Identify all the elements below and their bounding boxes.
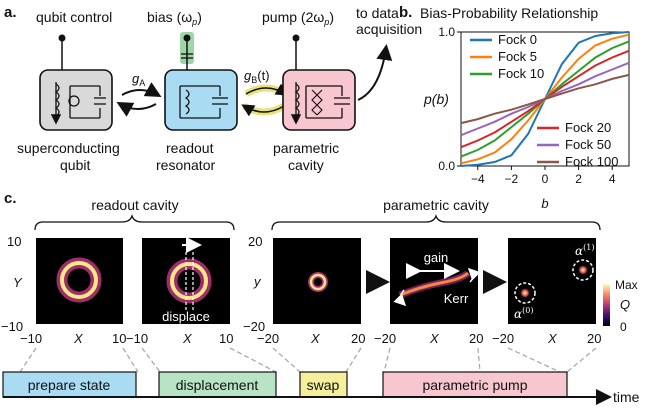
parametric-cavity-label: parametric cavity bbox=[383, 197, 489, 213]
panel-a-label: a. bbox=[4, 4, 17, 21]
x-tick-label: −4 bbox=[471, 172, 485, 186]
cavity-label-1: parametric bbox=[273, 140, 339, 156]
x-tick-label: 4 bbox=[609, 172, 616, 186]
diagram-labels: qubit control bias (ωp) pump (2ωp) to da… bbox=[17, 5, 422, 173]
step-displacement bbox=[158, 371, 277, 398]
series-line-5 bbox=[460, 73, 630, 125]
svg-text:20: 20 bbox=[469, 331, 483, 346]
alpha0-label: α(0) bbox=[514, 306, 533, 321]
x-tick-label: 2 bbox=[575, 172, 582, 186]
alpha1-label: α(1) bbox=[575, 243, 594, 258]
svg-text:20: 20 bbox=[248, 234, 262, 249]
svg-text:displacement: displacement bbox=[176, 377, 259, 393]
timeline-connectors bbox=[19, 347, 597, 373]
svg-text:−20: −20 bbox=[374, 331, 396, 346]
to-data-label-2: acquisition bbox=[356, 21, 422, 37]
y-tick-label: 0.0 bbox=[438, 159, 455, 173]
chart-xlabel: b bbox=[541, 196, 548, 211]
coupling-gb: gB(t) bbox=[241, 68, 289, 117]
svg-text:−20: −20 bbox=[243, 319, 265, 334]
svg-text:10: 10 bbox=[112, 331, 126, 346]
heatmap-gain: gain Kerr bbox=[390, 238, 481, 324]
qubit-label-1: superconducting bbox=[17, 140, 120, 156]
resonator-label-2: resonator bbox=[156, 157, 215, 173]
heatmap-axes: 10 Y −10 −10 X 10 −10 X 10 20 y −20 −20 … bbox=[1, 234, 601, 346]
heatmap-swap bbox=[273, 238, 361, 324]
resonator-label-1: readout bbox=[166, 140, 214, 156]
heatmap-prepare bbox=[36, 238, 123, 324]
readout-cavity-label: readout cavity bbox=[91, 197, 178, 213]
svg-text:prepare state: prepare state bbox=[28, 377, 111, 393]
svg-text:parametric pump: parametric pump bbox=[422, 377, 527, 393]
panel-b-label: b. bbox=[399, 4, 412, 21]
cavity-block bbox=[282, 34, 393, 131]
colorbar-min: 0 bbox=[620, 320, 627, 334]
svg-text:X: X bbox=[429, 331, 440, 346]
svg-text:y: y bbox=[253, 274, 262, 289]
chart: −4 −2 0 2 4 0.0 1.0 Fock 0 Fock 5 Fock 10 Fock 2… bbox=[423, 25, 630, 211]
resonator-block bbox=[164, 32, 238, 131]
legend-label: Fock 0 bbox=[498, 32, 537, 47]
heatmap-readout: α(0) α(1) bbox=[508, 238, 596, 324]
svg-text:gB(t): gB(t) bbox=[244, 68, 270, 85]
x-tick-label: 0 bbox=[542, 172, 549, 186]
gain-label: gain bbox=[424, 250, 449, 265]
legend-label: Fock 50 bbox=[565, 137, 611, 152]
bias-label: bias (ωp) bbox=[147, 9, 202, 27]
x-tick-label: −2 bbox=[505, 172, 519, 186]
y-tick-label: 1.0 bbox=[438, 25, 455, 39]
time-axis-label: time bbox=[613, 389, 640, 405]
heatmap-displace: displace bbox=[142, 237, 230, 324]
svg-text:X: X bbox=[310, 331, 321, 346]
svg-text:−20: −20 bbox=[492, 331, 514, 346]
colorbar-max: Max bbox=[615, 278, 638, 292]
qubit-label-2: qubit bbox=[60, 157, 90, 173]
panel-c-label: c. bbox=[4, 190, 17, 207]
svg-text:10: 10 bbox=[7, 234, 21, 249]
svg-text:X: X bbox=[547, 331, 558, 346]
svg-text:−20: −20 bbox=[257, 331, 279, 346]
step-prepare-state bbox=[2, 371, 137, 398]
svg-text:20: 20 bbox=[351, 331, 365, 346]
cavity-label-2: cavity bbox=[288, 157, 324, 173]
timeline: prepare state displacement swap parametr… bbox=[2, 371, 640, 405]
svg-text:−10: −10 bbox=[20, 331, 42, 346]
pump-label: pump (2ωp) bbox=[262, 9, 334, 27]
svg-text:−10: −10 bbox=[1, 319, 23, 334]
svg-text:Y: Y bbox=[13, 275, 23, 290]
displace-label: displace bbox=[162, 309, 210, 324]
svg-text:20: 20 bbox=[587, 331, 601, 346]
coupling-ga: gA bbox=[116, 71, 162, 117]
chart-ylabel: p(b) bbox=[423, 91, 449, 107]
kerr-label: Kerr bbox=[444, 291, 469, 306]
legend-label: Fock 100 bbox=[565, 154, 618, 169]
step-swap bbox=[299, 371, 348, 398]
colorbar-label: Q bbox=[620, 297, 630, 312]
qubit-block bbox=[39, 34, 113, 131]
svg-text:10: 10 bbox=[219, 331, 233, 346]
to-data-label-1: to data bbox=[356, 5, 399, 21]
step-parametric-pump bbox=[382, 371, 568, 398]
svg-text:gA: gA bbox=[132, 71, 145, 88]
chart-title: Bias-Probability Relationship bbox=[420, 5, 598, 21]
svg-text:X: X bbox=[73, 331, 84, 346]
svg-text:swap: swap bbox=[307, 377, 340, 393]
legend-label: Fock 20 bbox=[565, 120, 611, 135]
svg-text:−10: −10 bbox=[126, 331, 148, 346]
legend-label: Fock 5 bbox=[498, 49, 537, 64]
svg-text:X: X bbox=[182, 331, 193, 346]
legend-label: Fock 10 bbox=[498, 66, 544, 81]
braces bbox=[34, 213, 601, 231]
colorbar: Max Q 0 bbox=[603, 278, 638, 334]
qubit-control-label: qubit control bbox=[36, 9, 112, 25]
